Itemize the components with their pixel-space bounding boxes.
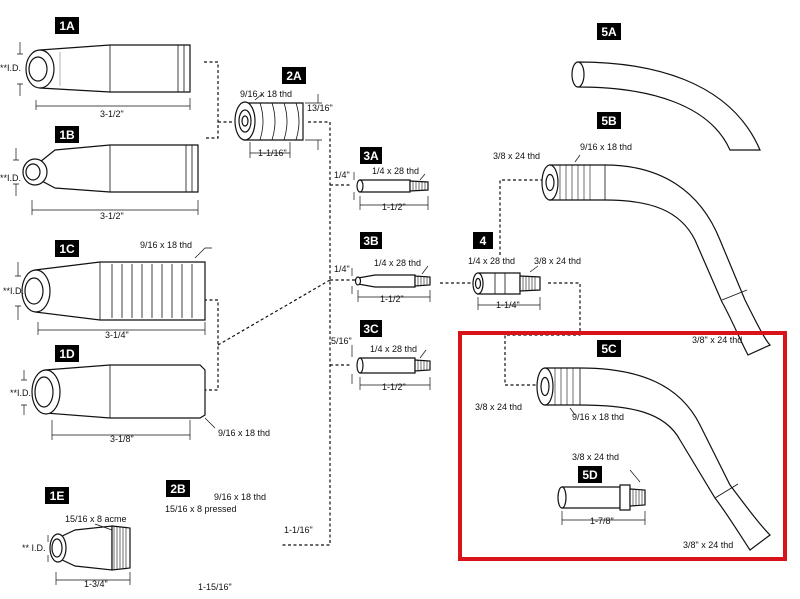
tag-5d: 5D <box>578 466 602 483</box>
highlight-box-5c-5d <box>458 331 787 561</box>
label-1c-length: 3-1/4" <box>105 330 129 340</box>
svg-text:3C: 3C <box>363 322 379 336</box>
label-3b-length: 1-1/2" <box>380 294 404 304</box>
tag-5a: 5A <box>597 23 621 40</box>
part-5d-adapter <box>557 469 646 525</box>
svg-text:1C: 1C <box>59 242 75 256</box>
label-1a-id: **I.D. <box>0 63 21 73</box>
tag-1c: 1C <box>55 240 79 257</box>
svg-text:2B: 2B <box>170 482 186 496</box>
part-1b-nozzle <box>13 144 199 215</box>
svg-text:5D: 5D <box>582 468 598 482</box>
tag-3b: 3B <box>360 232 382 249</box>
label-5c-thread-bottom: 9/16 x 18 thd <box>572 412 624 422</box>
label-5b-thread-top: 9/16 x 18 thd <box>580 142 632 152</box>
svg-text:5B: 5B <box>601 114 617 128</box>
label-1b-id: **I.D. <box>0 173 21 183</box>
tag-2a: 2A <box>282 67 306 84</box>
svg-text:2A: 2A <box>286 69 302 83</box>
svg-text:3A: 3A <box>363 149 379 163</box>
svg-text:1E: 1E <box>50 489 65 503</box>
svg-text:5C: 5C <box>601 342 617 356</box>
label-5c-end-thread: 3/8" x 24 thd <box>683 540 733 550</box>
tag-2b: 2B <box>166 480 190 497</box>
tag-1b: 1B <box>55 126 79 143</box>
part-1a-nozzle <box>17 42 191 110</box>
part-3a-tip-adapter <box>353 172 429 210</box>
label-2b-length: 1-15/16" <box>198 582 232 592</box>
label-2b-height: 1-1/16" <box>284 525 313 535</box>
label-1d-thread: 9/16 x 18 thd <box>218 428 270 438</box>
label-3c-thread: 1/4 x 28 thd <box>370 344 417 354</box>
tag-3a: 3A <box>360 147 382 164</box>
label-1e-id: ** I.D. <box>22 543 46 553</box>
tag-4: 4 <box>473 232 493 249</box>
part-1d-nozzle <box>21 364 216 440</box>
label-3a-thread: 1/4 x 28 thd <box>372 166 419 176</box>
label-3a-dia: 1/4" <box>334 170 350 180</box>
label-2a-length: 1-1/16" <box>258 148 287 158</box>
label-2b-thread: 9/16 x 18 thd <box>214 492 266 502</box>
label-1e-thread: 15/16 x 8 acme <box>65 514 127 524</box>
label-3c-dia: 5/16" <box>331 336 352 346</box>
label-2a-height: 13/16" <box>307 103 333 113</box>
tag-1d: 1D <box>55 345 79 362</box>
label-1d-length: 3-1/8" <box>110 434 134 444</box>
label-1d-id: **I.D. <box>10 388 31 398</box>
part-3b-tip-adapter <box>351 265 431 302</box>
label-5b-thread-left: 3/8 x 24 thd <box>493 151 540 161</box>
label-5d-length: 1-7/8" <box>590 516 614 526</box>
part-4-adapter <box>472 265 541 310</box>
dimension-labels: **I.D. 3-1/2" **I.D. 3-1/2" 9/16 x 18 th… <box>0 63 742 592</box>
svg-text:5A: 5A <box>601 25 617 39</box>
label-5d-thread: 3/8 x 24 thd <box>572 452 619 462</box>
tag-3c: 3C <box>360 320 382 337</box>
part-5c-gooseneck <box>536 367 771 551</box>
label-3b-dia: 1/4" <box>334 264 350 274</box>
tag-5b: 5B <box>597 112 621 129</box>
part-1e-nozzle <box>47 523 131 585</box>
tag-5c: 5C <box>597 340 621 357</box>
label-5c-thread-left: 3/8 x 24 thd <box>475 402 522 412</box>
svg-text:1A: 1A <box>59 19 75 33</box>
part-3c-tip-adapter <box>351 345 431 390</box>
part-2a-adapter <box>234 93 322 158</box>
svg-text:1D: 1D <box>59 347 75 361</box>
part-1c-nozzle <box>15 247 212 335</box>
part-5b-gooseneck <box>541 154 772 356</box>
tag-1a: 1A <box>55 17 79 34</box>
svg-text:4: 4 <box>480 234 487 248</box>
svg-text:1B: 1B <box>59 128 75 142</box>
label-3b-thread: 1/4 x 28 thd <box>374 258 421 268</box>
label-1e-length: 1-3/4" <box>84 579 108 589</box>
tag-1e: 1E <box>45 487 69 504</box>
label-3c-length: 1-1/2" <box>382 382 406 392</box>
label-4-left-thread: 1/4 x 28 thd <box>468 256 515 266</box>
label-4-length: 1-1/4" <box>496 300 520 310</box>
label-5b-end-thread: 3/8" x 24 thd <box>692 335 742 345</box>
svg-text:3B: 3B <box>363 234 379 248</box>
label-4-right-thread: 3/8 x 24 thd <box>534 256 581 266</box>
label-1a-length: 3-1/2" <box>100 109 124 119</box>
part-5a-gooseneck <box>571 61 761 151</box>
label-2a-thread: 9/16 x 18 thd <box>240 89 292 99</box>
label-1c-thread: 9/16 x 18 thd <box>140 240 192 250</box>
label-3a-length: 1-1/2" <box>382 202 406 212</box>
label-1c-id: **I.D. <box>3 286 24 296</box>
label-2b-pressed: 15/16 x 8 pressed <box>165 504 237 514</box>
label-1b-length: 3-1/2" <box>100 211 124 221</box>
